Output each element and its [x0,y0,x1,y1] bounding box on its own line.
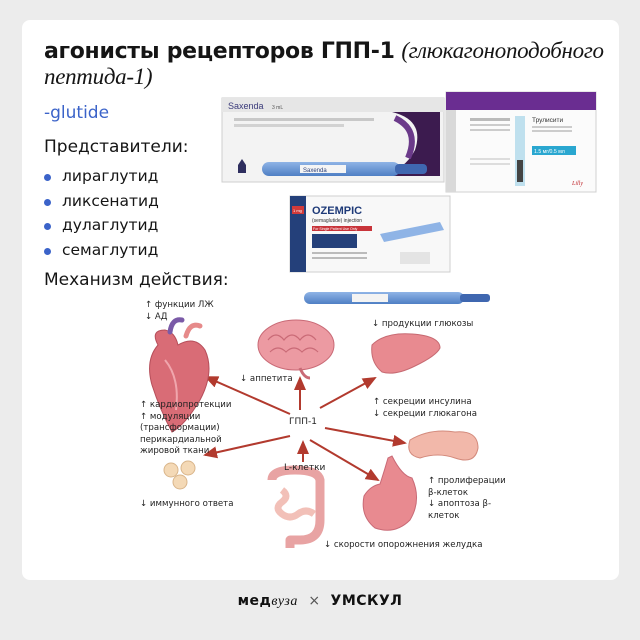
immune-cells-illustration [163,460,196,490]
center-label-gpp1: ГПП-1 [289,417,317,427]
saxenda-strength-text: 3 mL [272,105,283,111]
intestine-illustration [267,465,325,548]
effect-immune: ↓ иммунного ответа [140,499,234,509]
mechanism-heading: Механизм действия: [44,270,229,290]
trulicity-brand-text: Трулисити [532,117,564,124]
saxenda-product-image: Saxenda 3 mL Saxenda [221,97,445,183]
brand-separator: × [308,593,321,609]
brand-umskul: УМСКУЛ [330,593,403,609]
saxenda-pen-label: Saxenda [303,168,327,174]
source-label-l-cells: L-клетки [284,463,326,473]
representatives-list: лираглутид ликсенатид дулаглутид семаглу… [44,167,159,265]
bullet-icon [44,198,51,206]
saxenda-brand-text: Saxenda [228,101,264,111]
effect-liver: ↓ продукции глюкозы [372,319,474,329]
trulicity-product-image: Трулисити 1.5 мг/0.5 мл Lilly [445,91,597,193]
brain-illustration [257,319,335,380]
brand-medvuza: медвуза [237,593,298,609]
effect-pancreas-top: ↑ секреции инсулина ↓ секреции глюкагона [373,397,477,419]
heart-illustration [149,317,210,433]
list-item: лираглутид [44,167,159,192]
pancreas-illustration [408,430,479,461]
title-italic: (глюкагоноподобного пептида-1) [44,38,604,89]
ozempic-sub-text: (semaglutide) injection [312,218,362,224]
ozempic-brand-text: OZEMPIC [312,205,362,217]
effect-heart-bottom: ↑ кардиопротекции ↑ модуляции (трансформ… [140,400,232,456]
effect-brain: ↓ аппетита [240,374,293,384]
effect-pancreas-bottom: ↑ пролиферации β-клеток ↓ апоптоза β- кл… [428,476,506,521]
svg-text:Lilly: Lilly [571,181,583,187]
page-title: агонисты рецепторов ГПП-1 (глюкагоноподо… [44,38,624,90]
drug-suffix: -glutide [44,103,110,123]
liver-illustration [371,333,441,374]
list-item: ликсенатид [44,192,159,217]
footer-brands: медвуза × УМСКУЛ [0,593,640,610]
bullet-icon [44,223,51,230]
trulicity-dose-text: 1.5 мг/0.5 мл [534,149,565,155]
ozempic-dose-badge: 1 mg [293,208,302,213]
list-item: дулаглутид [44,216,159,241]
bullet-icon [44,247,51,255]
ozempic-dose-line: For Single Patient Use Only [313,227,358,231]
effect-stomach: ↓ скорости опорожнения желудка [324,540,483,550]
list-item: семаглутид [44,241,159,266]
mechanism-arrows [203,376,407,482]
stomach-illustration [362,455,417,531]
bullet-icon [44,174,51,181]
ozempic-product-image: 1 mg OZEMPIC (semaglutide) injection For… [289,195,490,304]
title-main: агонисты рецепторов ГПП-1 [44,39,395,64]
effect-heart-top: ↑ функции ЛЖ ↓ АД [145,300,214,322]
representatives-heading: Представители: [44,137,189,157]
